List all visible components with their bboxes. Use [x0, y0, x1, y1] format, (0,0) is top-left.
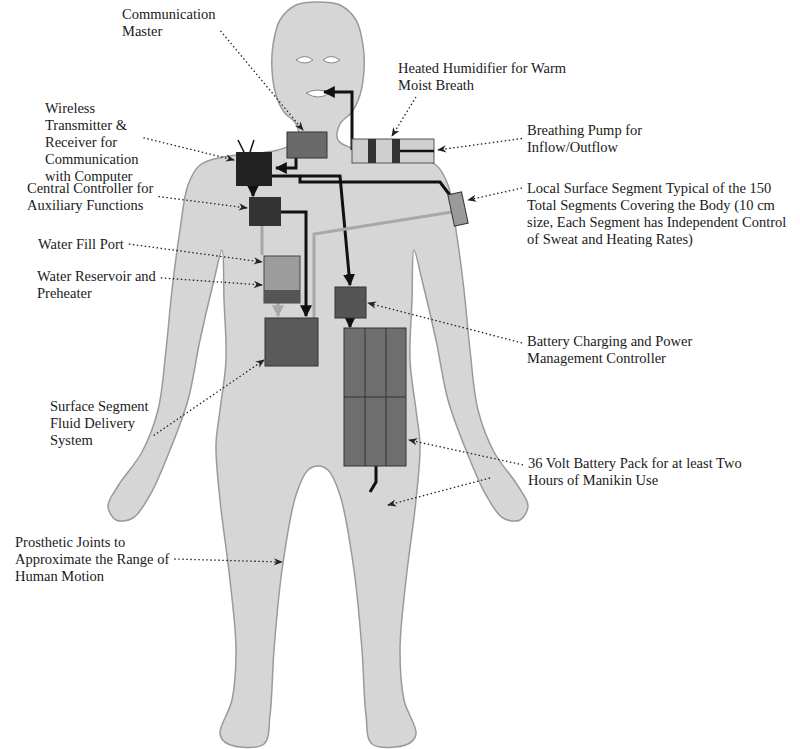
callout-label: Heated Humidifier for Warm Moist Breath	[398, 60, 568, 94]
callout-label: 36 Volt Battery Pack for at least Two Ho…	[528, 455, 743, 489]
leader-line	[154, 360, 264, 436]
callout-label: Surface Segment Fluid Delivery System	[50, 398, 155, 449]
callout-label: Local Surface Segment Typical of the 150…	[527, 180, 789, 248]
leader-line	[468, 188, 522, 200]
callout-label: Wireless Transmitter & Receiver for Comm…	[45, 100, 155, 185]
callout-label: Water Fill Port	[38, 236, 168, 253]
callout-label: Water Reservoir and Preheater	[37, 268, 157, 302]
leader-line	[438, 139, 522, 151]
leader-line	[143, 138, 234, 160]
leader-line	[388, 478, 490, 505]
leader-line	[392, 97, 416, 136]
callout-label: Battery Charging and Power Management Co…	[527, 333, 717, 367]
water-reservoir	[264, 256, 300, 303]
leader-lines	[129, 31, 523, 562]
leader-line	[161, 278, 262, 285]
eye	[296, 57, 313, 64]
fluid-line	[262, 212, 452, 318]
leader-line	[220, 31, 303, 130]
callout-label: Communication Master	[122, 6, 234, 40]
wireless-box	[236, 140, 272, 186]
body-outline	[108, 2, 528, 747]
eye	[323, 57, 340, 64]
leader-line	[158, 197, 247, 209]
leader-line	[129, 244, 262, 262]
leader-line	[174, 559, 282, 562]
breathing-pump	[352, 139, 434, 163]
callout-label: Breathing Pump for Inflow/Outflow	[527, 122, 697, 156]
communication-master-box	[287, 132, 327, 158]
leader-line	[368, 303, 522, 343]
battery-controller-box	[335, 287, 366, 318]
battery-pack	[344, 328, 406, 466]
fluid-delivery-box	[265, 318, 318, 366]
central-controller-box	[249, 197, 281, 226]
wiring	[253, 158, 452, 492]
body-silhouette	[108, 2, 528, 747]
callout-label: Central Controller for Auxiliary Functio…	[27, 180, 187, 214]
callout-label: Prosthetic Joints to Approximate the Ran…	[15, 534, 185, 585]
surface-segment	[448, 192, 468, 226]
leader-line	[409, 440, 523, 465]
breath-tube	[324, 92, 352, 150]
